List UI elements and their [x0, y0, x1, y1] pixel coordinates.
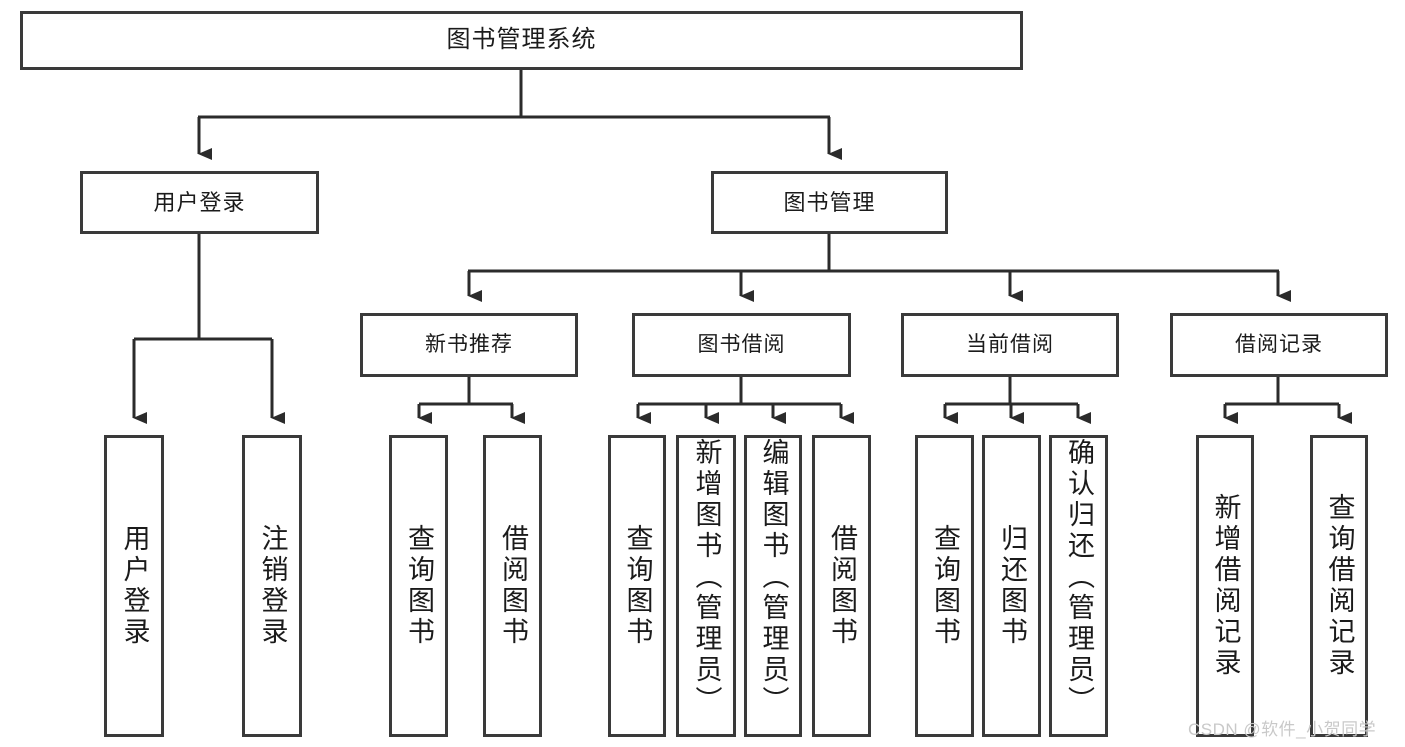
node-label: 编辑图书（管理员）	[758, 438, 789, 717]
leaf-return-book[interactable]: 归还图书	[982, 435, 1041, 737]
node-label: 图书借阅	[697, 332, 786, 356]
node-user-login[interactable]: 用户登录	[80, 171, 319, 234]
leaf-add-borrow-record[interactable]: 新增借阅记录	[1196, 435, 1254, 737]
node-label: 查询图书	[930, 524, 960, 648]
node-label: 借阅记录	[1235, 332, 1323, 356]
node-label: 借阅图书	[827, 524, 857, 648]
node-book-management[interactable]: 图书管理	[711, 171, 948, 234]
node-label: 图书管理	[783, 189, 876, 215]
node-borrow-record[interactable]: 借阅记录	[1170, 313, 1388, 377]
leaf-user-login[interactable]: 用户登录	[104, 435, 164, 737]
node-label: 用户登录	[119, 524, 150, 648]
leaf-borrow-book[interactable]: 借阅图书	[812, 435, 871, 737]
leaf-query-book-recommend[interactable]: 查询图书	[389, 435, 448, 737]
node-label: 当前借阅	[966, 332, 1054, 356]
csdn-watermark: CSDN @软件_小贺同学	[1188, 720, 1377, 739]
leaf-query-book[interactable]: 查询图书	[608, 435, 666, 737]
node-label: 查询图书	[404, 524, 434, 648]
leaf-confirm-return-admin[interactable]: 确认归还（管理员）	[1049, 435, 1108, 737]
node-label: 归还图书	[997, 524, 1027, 648]
leaf-borrow-book-recommend[interactable]: 借阅图书	[483, 435, 542, 737]
node-book-borrow[interactable]: 图书借阅	[632, 313, 851, 377]
leaf-edit-book-admin[interactable]: 编辑图书（管理员）	[744, 435, 802, 737]
node-label: 新书推荐	[425, 332, 513, 356]
node-label: 查询借阅记录	[1324, 493, 1355, 679]
node-label: 借阅图书	[498, 524, 528, 648]
node-label: 用户登录	[153, 189, 246, 215]
node-current-borrow[interactable]: 当前借阅	[901, 313, 1119, 377]
leaf-query-book-current[interactable]: 查询图书	[915, 435, 974, 737]
node-label: 注销登录	[257, 524, 288, 648]
node-label: 查询图书	[622, 524, 653, 648]
node-root-system[interactable]: 图书管理系统	[20, 11, 1023, 70]
leaf-logout[interactable]: 注销登录	[242, 435, 302, 737]
leaf-query-borrow-record[interactable]: 查询借阅记录	[1310, 435, 1368, 737]
leaf-add-book-admin[interactable]: 新增图书（管理员）	[676, 435, 736, 737]
node-label: 新增借阅记录	[1210, 493, 1241, 679]
node-label: 新增图书（管理员）	[691, 438, 722, 717]
node-label: 图书管理系统	[446, 26, 597, 54]
node-new-book-recommend[interactable]: 新书推荐	[360, 313, 578, 377]
node-label: 确认归还（管理员）	[1064, 438, 1094, 717]
